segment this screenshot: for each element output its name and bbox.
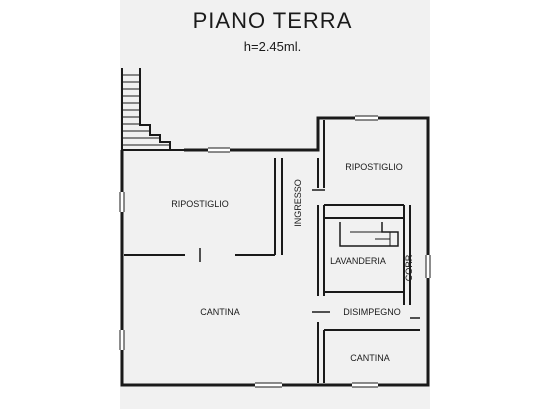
room-label-ripostiglio-left: RIPOSTIGLIO	[171, 199, 229, 209]
door-marks	[199, 189, 420, 319]
room-label-ingresso: INGRESSO	[293, 179, 303, 227]
room-label-ripostiglio-right: RIPOSTIGLIO	[345, 162, 403, 172]
room-label-lavanderia: LAVANDERIA	[330, 256, 386, 266]
room-label-cantina-small: CANTINA	[350, 353, 390, 363]
interior-walls	[124, 120, 420, 383]
room-label-disimpegno: DISIMPEGNO	[343, 307, 401, 317]
staircase	[121, 68, 184, 151]
room-label-cantina-main: CANTINA	[200, 307, 240, 317]
windows	[119, 115, 431, 388]
ceiling-height-note: h=2.45ml.	[243, 39, 302, 54]
room-label-corr: CORR	[404, 254, 414, 281]
plan-title: PIANO TERRA	[192, 8, 353, 33]
